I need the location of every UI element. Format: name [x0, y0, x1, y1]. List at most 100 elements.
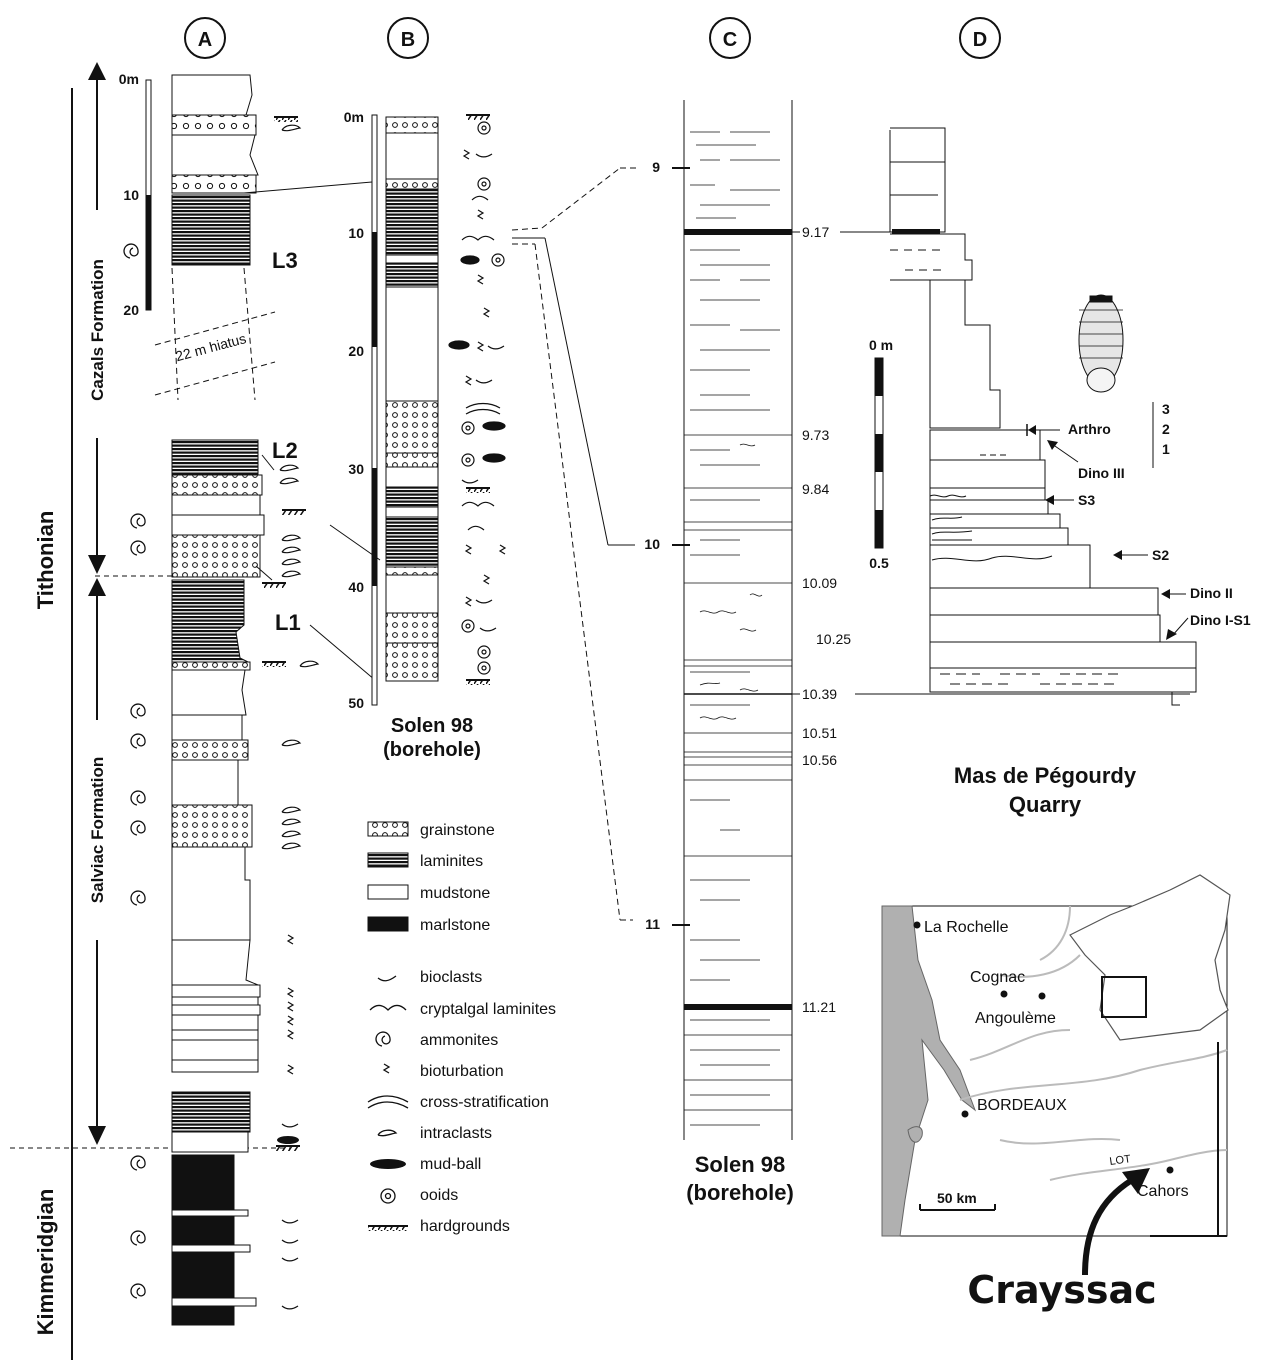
- column-c-laminae: [684, 131, 792, 1126]
- legend-hardgrounds: hardgrounds: [420, 1218, 510, 1235]
- borehole-c-line2: (borehole): [686, 1180, 794, 1205]
- panel-b-label: B: [401, 29, 415, 51]
- hardground-symbols: [262, 116, 306, 1151]
- column-c: 9 10 11 9.17 9.73 9.84 10.0: [644, 100, 1190, 1205]
- borehole-c-line1: Solen 98: [695, 1152, 785, 1177]
- panel-a-label: A: [198, 29, 212, 51]
- cryptalgal-icon: [369, 1004, 407, 1011]
- legend-cryptalgal: cryptalgal laminites: [420, 1001, 556, 1018]
- unit-l3: L3: [272, 248, 298, 273]
- location-map: La Rochelle Cognac Angoulème BORDEAUX Ca…: [881, 874, 1231, 1312]
- quarry-line1: Mas de Pégourdy: [954, 763, 1137, 788]
- depth-9-84: 9.84: [802, 481, 829, 497]
- borehole-b-line2: (borehole): [383, 739, 481, 761]
- stage-tithonian: Tithonian: [33, 511, 58, 610]
- ooid-icon: [380, 1188, 396, 1204]
- level-3: 3: [1162, 401, 1170, 417]
- ammonite-symbols: [123, 243, 146, 1299]
- scale-a-tick-0: 0m: [119, 71, 139, 87]
- city-cognac: Cognac: [970, 969, 1025, 986]
- depth-10-09: 10.09: [802, 575, 837, 591]
- sea-area: [881, 905, 977, 1237]
- scale-b-tick-30: 30: [348, 461, 364, 477]
- formation-salviac: Salviac Formation: [88, 757, 107, 903]
- city-bordeaux: BORDEAUX: [977, 1097, 1067, 1114]
- intraclast-icon: [377, 1129, 398, 1137]
- legend-ammonites: ammonites: [420, 1032, 498, 1049]
- depth-c-9: 9: [652, 159, 660, 175]
- legend: grainstone laminites mudstone marlstone …: [367, 821, 556, 1235]
- level-2: 2: [1162, 421, 1170, 437]
- cross-stratification-icon: [367, 1095, 409, 1109]
- column-b: 0m 10 20 30 40 50 Solen 98 (borehole): [344, 109, 640, 921]
- legend-mud-ball: mud-ball: [420, 1156, 481, 1173]
- stage-column: Tithonian Kimmeridgian: [10, 88, 290, 1360]
- level-dino2: Dino II: [1190, 585, 1233, 601]
- legend-intraclasts: intraclasts: [420, 1125, 492, 1142]
- bioturbation-icon: [382, 1063, 391, 1074]
- column-c-depths: 9.17 9.73 9.84 10.09 10.25 10.39 10.51 1…: [792, 224, 1190, 1015]
- column-a: 0m 10 20 22 m hiatus: [119, 71, 381, 1326]
- column-b-symbols: [448, 114, 507, 685]
- scale-b-tick-40: 40: [348, 579, 364, 595]
- legend-ooids: ooids: [420, 1187, 458, 1204]
- hiatus-label: 22 m hiatus: [174, 330, 248, 364]
- panel-c-label: C: [723, 29, 737, 51]
- quarry-line2: Quarry: [1009, 792, 1082, 817]
- legend-cross-stratification: cross-stratification: [420, 1094, 549, 1111]
- legend-mudstone: mudstone: [420, 885, 490, 902]
- level-arthro: Arthro: [1068, 421, 1111, 437]
- depth-11-21: 11.21: [802, 999, 836, 1015]
- formation-arrows: Cazals Formation Salviac Formation: [88, 62, 107, 1145]
- site-arrow: [1082, 1177, 1134, 1276]
- city-cahors: Cahors: [1137, 1183, 1189, 1200]
- depth-10-39: 10.39: [802, 686, 837, 702]
- depth-10-51: 10.51: [802, 725, 837, 741]
- depth-10-25: 10.25: [816, 631, 851, 647]
- level-s3: S3: [1078, 492, 1095, 508]
- hardground-icon: [368, 1226, 408, 1231]
- legend-bioturbation: bioturbation: [420, 1063, 504, 1080]
- stage-kimmeridgian: Kimmeridgian: [33, 1189, 58, 1336]
- panel-d-label: D: [973, 29, 987, 51]
- mud-ball-icon: [370, 1159, 406, 1169]
- depth-10-56: 10.56: [802, 752, 837, 768]
- legend-grainstone: grainstone: [420, 822, 495, 839]
- study-area-box: [1101, 976, 1147, 1018]
- depth-9-17: 9.17: [802, 224, 829, 240]
- unit-l2: L2: [272, 438, 298, 463]
- legend-bioclasts: bioclasts: [420, 969, 482, 986]
- level-labels: Arthro 3 2 1 Dino III S3 S2 Dino II Dino…: [1026, 401, 1251, 640]
- depth-c-10: 10: [644, 536, 660, 552]
- level-dino1: Dino I-S1: [1190, 612, 1251, 628]
- scale-a-tick-20: 20: [123, 302, 139, 318]
- map-scale-label: 50 km: [937, 1190, 977, 1206]
- unit-l1: L1: [275, 610, 301, 635]
- arthropod-fossil-icon: [1078, 294, 1124, 393]
- legend-marlstone: marlstone: [420, 917, 490, 934]
- city-angouleme: Angoulème: [975, 1010, 1056, 1027]
- level-dino3: Dino III: [1078, 465, 1125, 481]
- borehole-b-line1: Solen 98: [391, 715, 473, 737]
- depth-9-73: 9.73: [802, 427, 829, 443]
- level-1: 1: [1162, 441, 1170, 457]
- formation-cazals: Cazals Formation: [88, 259, 107, 401]
- city-la-rochelle: La Rochelle: [924, 919, 1009, 936]
- scale-d-bottom: 0.5: [869, 555, 889, 571]
- scale-b-tick-50: 50: [348, 695, 364, 711]
- scale-d-top: 0 m: [869, 337, 893, 353]
- ammonite-icon: [375, 1031, 391, 1047]
- river-lot: LOT: [1109, 1153, 1132, 1168]
- legend-laminites: laminites: [420, 853, 483, 870]
- site-crayssac: Crayssac: [967, 1268, 1156, 1312]
- scale-b-tick-0: 0m: [344, 109, 364, 125]
- scale-b-tick-20: 20: [348, 343, 364, 359]
- column-d: 0 m 0.5 Arthro 3 2 1 Dino III S3 S2: [869, 127, 1251, 817]
- depth-c-11: 11: [645, 916, 660, 932]
- panel-labels: A B C D: [184, 17, 1001, 59]
- level-s2: S2: [1152, 547, 1169, 563]
- bioclasts-icon: [377, 975, 397, 982]
- scale-b-tick-10: 10: [348, 225, 364, 241]
- column-a-symbols: [279, 124, 320, 1310]
